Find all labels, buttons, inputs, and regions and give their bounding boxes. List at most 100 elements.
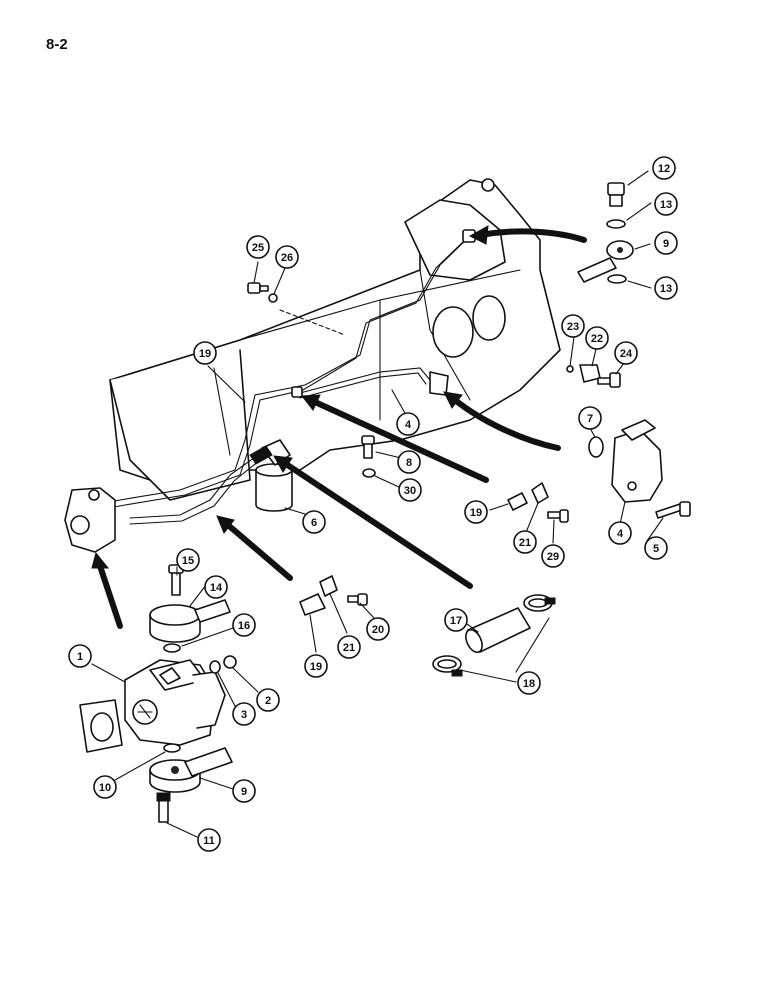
callout-label: 18 xyxy=(523,678,535,690)
callout-label: 19 xyxy=(470,507,482,519)
callout-23: 23 xyxy=(561,314,585,338)
callout-label: 8 xyxy=(406,457,412,469)
o-ring-10 xyxy=(163,743,181,753)
callout-2: 2 xyxy=(256,688,280,712)
transmission-housing xyxy=(109,178,561,501)
callout-24: 24 xyxy=(614,341,638,365)
callout-30: 30 xyxy=(398,478,422,502)
callout-label: 7 xyxy=(587,413,593,425)
callout-8: 8 xyxy=(397,450,421,474)
callout-label: 13 xyxy=(660,283,672,295)
bracket-22 xyxy=(579,364,601,383)
banjo-bolt-12 xyxy=(607,182,625,207)
leader-lines xyxy=(91,170,664,838)
callout-label: 4 xyxy=(617,528,624,540)
callout-22: 22 xyxy=(585,326,609,350)
callout-label: 10 xyxy=(99,782,111,794)
callout-label: 16 xyxy=(238,620,250,632)
callout-21: 21 xyxy=(337,635,361,659)
callout-10: 10 xyxy=(93,775,117,799)
callout-label: 24 xyxy=(620,348,633,360)
callout-label: 1 xyxy=(77,651,83,663)
callout-label: 25 xyxy=(252,242,264,254)
callout-label: 4 xyxy=(405,419,412,431)
callout-20: 20 xyxy=(366,617,390,641)
callout-19: 19 xyxy=(193,341,217,365)
callout-11: 11 xyxy=(197,828,221,852)
callout-6: 6 xyxy=(302,510,326,534)
o-ring-16 xyxy=(163,643,181,653)
callout-16: 16 xyxy=(232,613,256,637)
callout-label: 19 xyxy=(199,348,211,360)
callout-label: 6 xyxy=(311,517,317,529)
callout-label: 14 xyxy=(210,582,223,594)
callout-13: 13 xyxy=(654,276,678,300)
pump-gasket xyxy=(79,699,123,753)
callout-label: 19 xyxy=(310,661,322,673)
suction-tube-4 xyxy=(611,419,663,503)
hose-clamp-18-upper xyxy=(523,594,556,612)
callout-label: 26 xyxy=(281,252,293,264)
callout-label: 21 xyxy=(519,537,531,549)
bolt-20 xyxy=(347,593,368,606)
callout-label: 21 xyxy=(343,642,355,654)
callout-7: 7 xyxy=(578,406,602,430)
page-number: 8-2 xyxy=(46,36,68,53)
callout-12: 12 xyxy=(652,156,676,180)
bolt-25 xyxy=(247,282,269,294)
washer-13-lower xyxy=(607,274,627,284)
callout-label: 3 xyxy=(241,709,247,721)
hose-17 xyxy=(465,607,531,654)
callout-29: 29 xyxy=(541,544,565,568)
hose-clamp-18-lower xyxy=(432,655,463,677)
callout-1: 1 xyxy=(68,644,92,668)
clip-21-centre xyxy=(319,575,338,597)
washer-13-upper xyxy=(606,219,626,229)
assembly-arrows xyxy=(91,225,587,629)
callout-label: 20 xyxy=(372,624,384,636)
callout-label: 22 xyxy=(591,333,603,345)
callout-9: 9 xyxy=(232,779,256,803)
callout-5: 5 xyxy=(644,536,668,560)
callout-19: 19 xyxy=(464,500,488,524)
bolt-29 xyxy=(547,509,569,523)
callout-label: 12 xyxy=(658,163,670,175)
callout-label: 15 xyxy=(182,555,194,567)
hose-19-centre xyxy=(299,593,326,616)
bolt-24 xyxy=(597,372,621,388)
clip-21-right xyxy=(531,482,549,504)
callout-26: 26 xyxy=(275,245,299,269)
callout-21: 21 xyxy=(513,530,537,554)
washer-3 xyxy=(209,660,221,674)
suction-flange xyxy=(149,747,233,793)
callout-label: 5 xyxy=(653,543,659,555)
callout-label: 30 xyxy=(404,485,416,497)
callout-3: 3 xyxy=(232,702,256,726)
callout-4: 4 xyxy=(396,412,420,436)
callout-25: 25 xyxy=(246,235,270,259)
callout-label: 13 xyxy=(660,199,672,211)
bolt-5 xyxy=(655,501,691,519)
hydraulic-pump xyxy=(124,659,226,746)
bolt-8 xyxy=(361,435,375,459)
callout-18: 18 xyxy=(517,671,541,695)
washer-30 xyxy=(362,468,376,478)
callout-label: 17 xyxy=(450,615,462,627)
washer-26 xyxy=(268,293,278,303)
callout-9: 9 xyxy=(654,231,678,255)
callout-label: 29 xyxy=(547,551,559,563)
callout-label: 9 xyxy=(663,238,669,250)
pump-mount-assembly xyxy=(64,487,116,553)
callout-label: 11 xyxy=(203,835,215,847)
callout-15: 15 xyxy=(176,548,200,572)
callout-4: 4 xyxy=(608,521,632,545)
banjo-fitting-upper xyxy=(577,240,634,283)
washer-23 xyxy=(566,365,574,373)
bolt-11 xyxy=(156,792,171,823)
callout-19: 19 xyxy=(304,654,328,678)
callout-label: 9 xyxy=(241,786,247,798)
o-ring-7 xyxy=(588,436,604,458)
callout-17: 17 xyxy=(444,608,468,632)
